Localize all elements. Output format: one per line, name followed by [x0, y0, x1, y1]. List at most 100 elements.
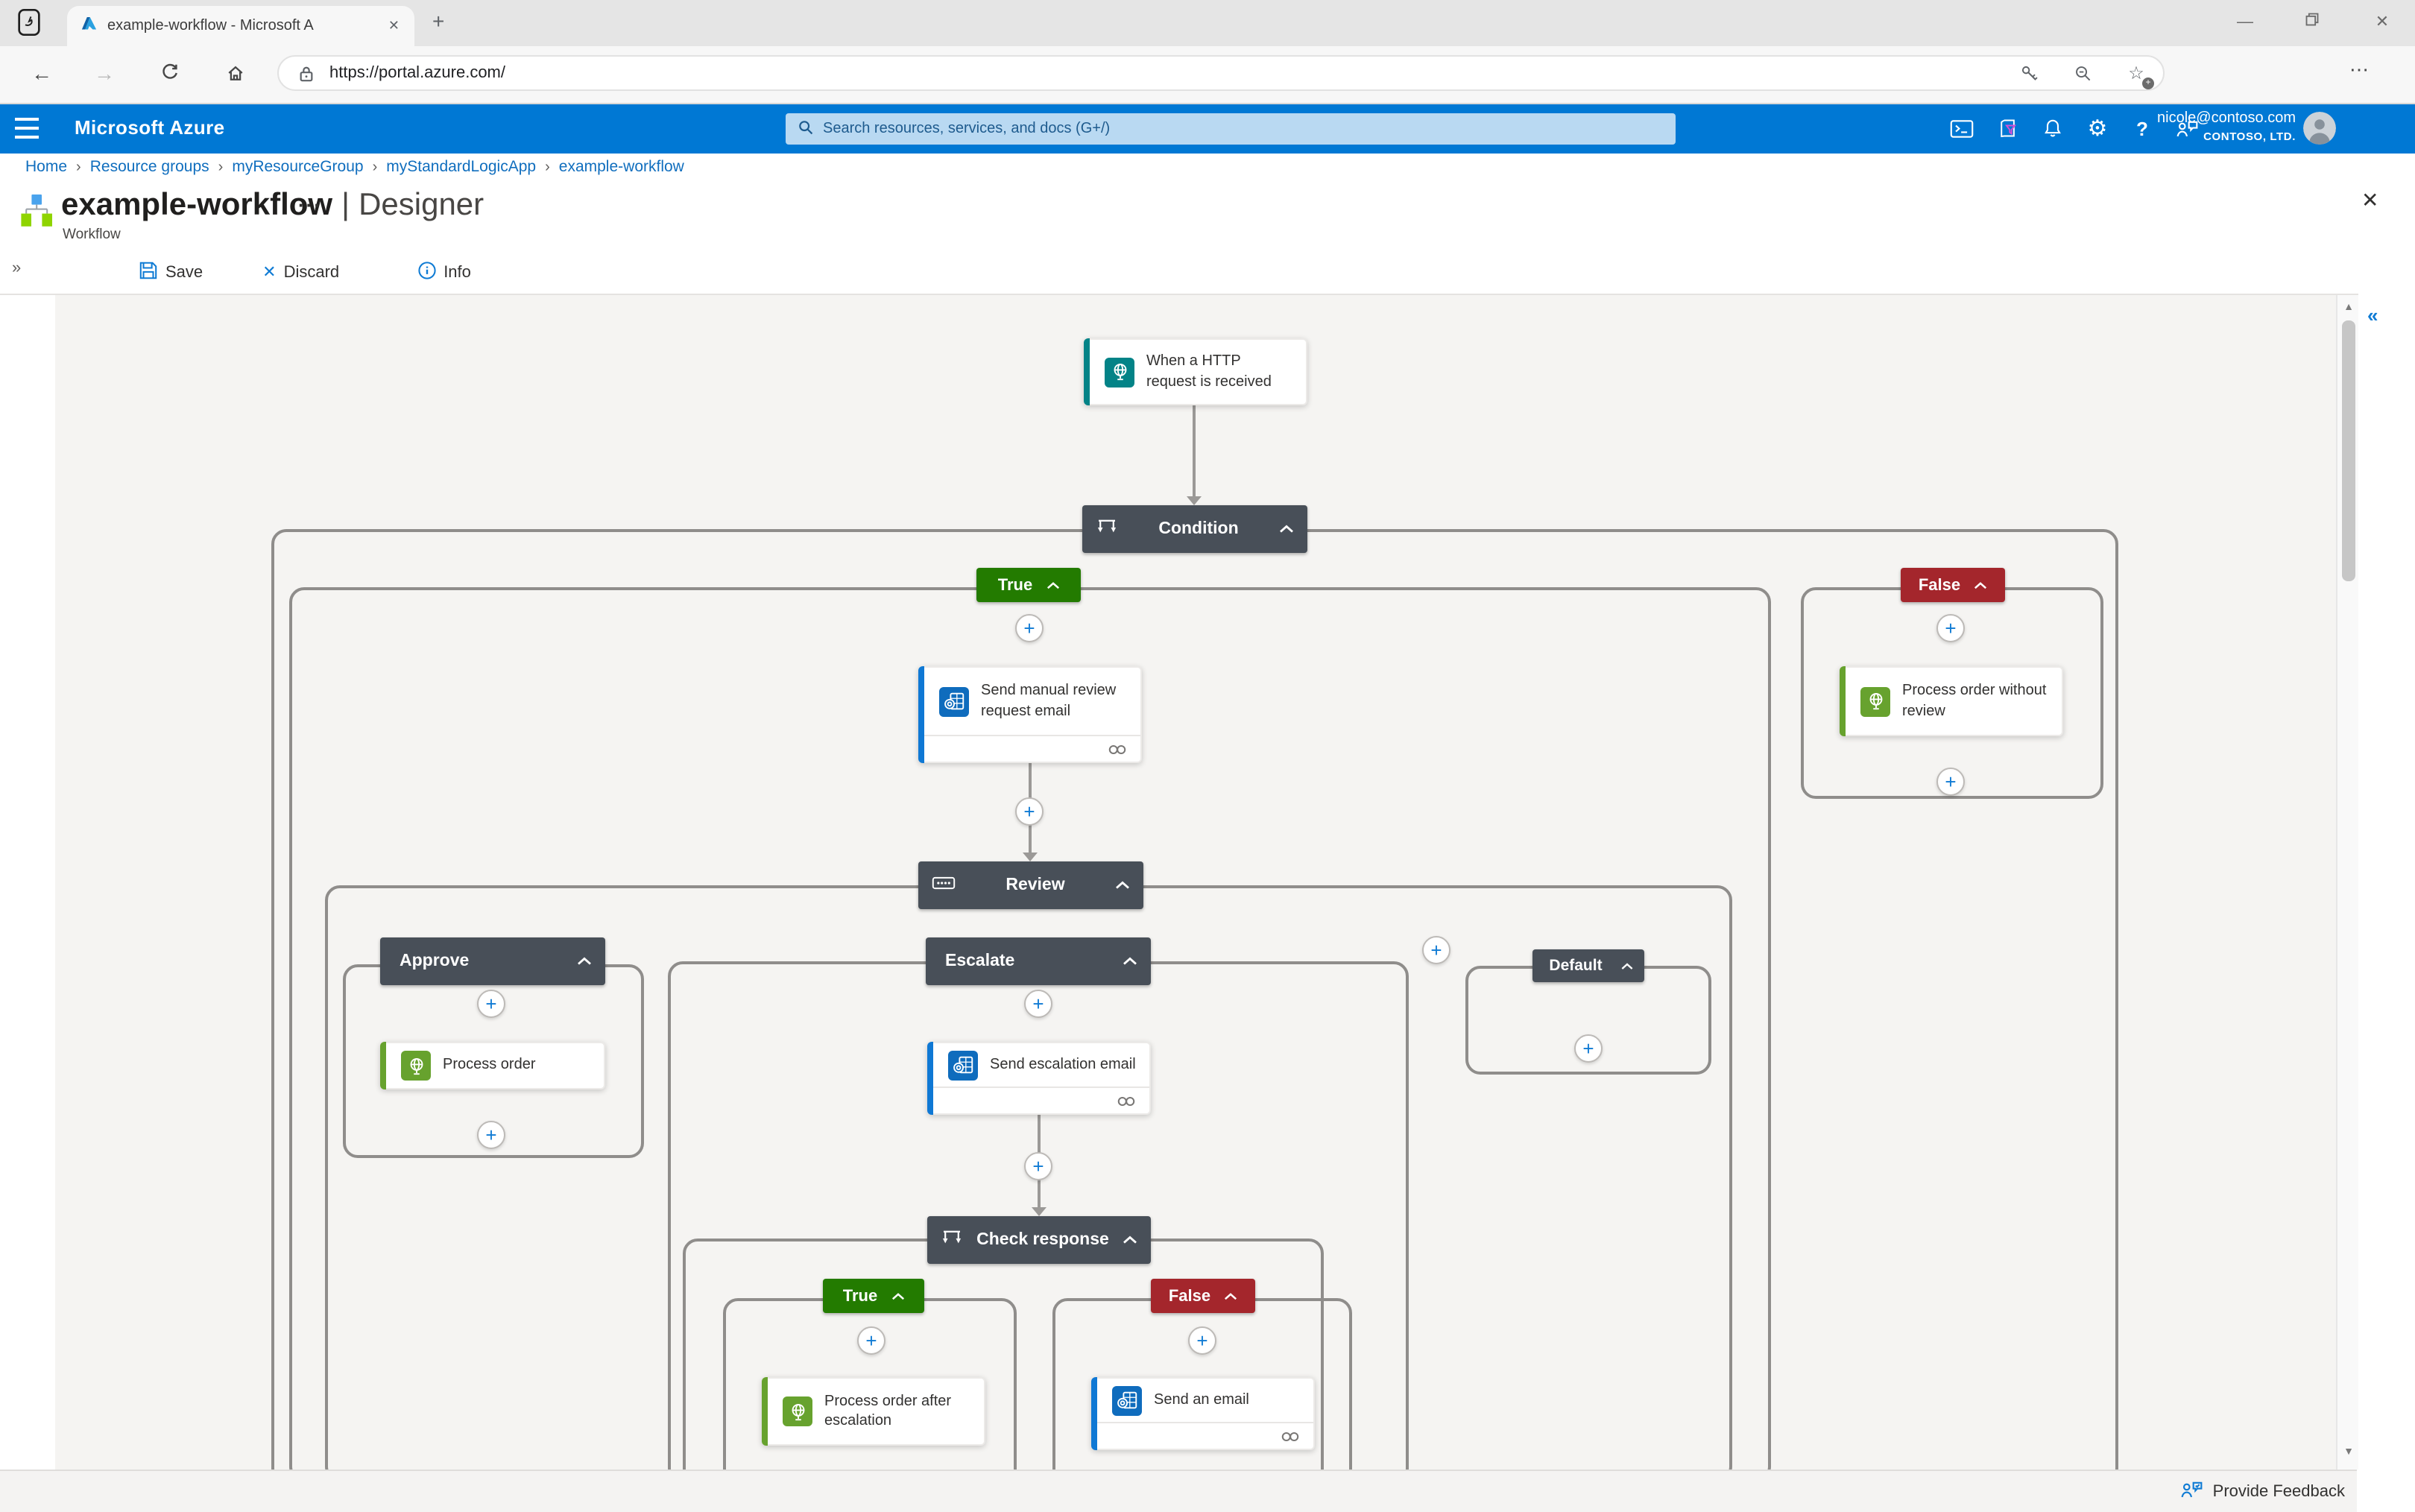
home-button[interactable]: [221, 58, 250, 88]
connector-arrow: [1187, 496, 1202, 505]
save-button[interactable]: Save: [139, 260, 203, 284]
global-search-input[interactable]: Search resources, services, and docs (G+…: [786, 113, 1676, 145]
account-info[interactable]: nicole@contoso.com CONTOSO, LTD.: [2157, 110, 2296, 143]
insert-step-button[interactable]: +: [1024, 1152, 1052, 1180]
azure-brand[interactable]: Microsoft Azure: [75, 116, 225, 139]
check-response-header[interactable]: Check response: [927, 1216, 1151, 1264]
back-button[interactable]: ←: [31, 61, 52, 85]
chevron-up-icon[interactable]: [891, 1291, 904, 1300]
approve-case-header[interactable]: Approve: [380, 937, 605, 985]
add-case-button[interactable]: +: [1422, 936, 1450, 964]
commandbar-overflow-icon[interactable]: »: [12, 259, 22, 277]
insert-step-button[interactable]: +: [857, 1326, 886, 1355]
action-card-send-manual-review-request-email[interactable]: Send manual review request email: [918, 666, 1142, 763]
window-minimize-button[interactable]: —: [2237, 13, 2253, 31]
more-options-button[interactable]: ···: [298, 194, 322, 216]
default-case-header[interactable]: Default: [1532, 949, 1644, 982]
action-card-send-escalation-email[interactable]: Send escalation email: [927, 1042, 1151, 1115]
chevron-up-icon[interactable]: [1974, 581, 1987, 589]
scroll-down-arrow[interactable]: ▼: [2343, 1447, 2354, 1458]
info-button[interactable]: Info: [417, 260, 471, 284]
connection-link-icon[interactable]: [1281, 1423, 1300, 1449]
command-bar: Save ✕ Discard Info: [0, 250, 2358, 294]
action-card-process-order[interactable]: Process order: [380, 1042, 605, 1089]
condition-node-header[interactable]: Condition: [1082, 505, 1307, 553]
breadcrumb-resource-groups[interactable]: Resource groups: [89, 158, 209, 176]
insert-step-button[interactable]: +: [1015, 797, 1044, 826]
action-accent: [1091, 1377, 1097, 1450]
page-title: example-workflow|Designer: [61, 188, 484, 224]
insert-step-button[interactable]: +: [1936, 614, 1965, 642]
breadcrumb-workflow[interactable]: example-workflow: [558, 158, 684, 176]
save-label: Save: [165, 263, 203, 281]
true-label: True: [842, 1287, 878, 1305]
insert-step-button[interactable]: +: [477, 1121, 505, 1149]
false-label: False: [1918, 576, 1961, 594]
breadcrumb-resource-group[interactable]: myResourceGroup: [232, 158, 364, 176]
breadcrumb-logic-app[interactable]: myStandardLogicApp: [386, 158, 537, 176]
tab-close-icon[interactable]: ✕: [388, 18, 400, 33]
collapse-panel-button[interactable]: «: [2367, 304, 2378, 326]
browser-app-icon[interactable]: [18, 7, 40, 37]
directory-filter-icon[interactable]: [1990, 112, 2026, 145]
action-label: Process order: [443, 1057, 536, 1074]
chevron-up-icon[interactable]: [1279, 525, 1294, 534]
action-card-send-an-email[interactable]: Send an email: [1091, 1377, 1315, 1450]
insert-step-button[interactable]: +: [1574, 1034, 1603, 1063]
refresh-button[interactable]: [155, 58, 185, 88]
account-email: nicole@contoso.com: [2157, 110, 2296, 127]
connection-link-icon[interactable]: [1108, 736, 1127, 762]
key-icon[interactable]: [2017, 61, 2041, 85]
false-branch-badge[interactable]: False: [1151, 1279, 1255, 1313]
chevron-up-icon[interactable]: [1046, 581, 1059, 589]
cloud-shell-icon[interactable]: [1944, 112, 1980, 145]
browser-tab[interactable]: example-workflow - Microsoft A ✕: [67, 6, 414, 46]
window-close-button[interactable]: ✕: [2375, 13, 2390, 31]
provide-feedback-button[interactable]: Provide Feedback: [2212, 1483, 2345, 1501]
insert-step-button[interactable]: +: [477, 990, 505, 1018]
false-branch-badge[interactable]: False: [1901, 568, 2005, 602]
review-switch-header[interactable]: Review: [918, 861, 1143, 909]
settings-gear-icon[interactable]: ⚙: [2087, 116, 2108, 142]
chevron-up-icon[interactable]: [1224, 1291, 1237, 1300]
trigger-card-when-http-request-received[interactable]: When a HTTP request is received: [1084, 338, 1307, 405]
designer-canvas[interactable]: When a HTTP request is received Conditio…: [55, 295, 2336, 1470]
new-tab-button[interactable]: +: [432, 9, 445, 33]
connection-link-icon[interactable]: [1117, 1087, 1136, 1114]
chevron-up-icon[interactable]: [577, 957, 592, 966]
discard-button[interactable]: ✕ Discard: [262, 262, 339, 282]
escalate-case-header[interactable]: Escalate: [926, 937, 1151, 985]
chevron-up-icon[interactable]: [1620, 962, 1634, 969]
true-branch-badge[interactable]: True: [976, 568, 1081, 602]
notifications-bell-icon[interactable]: [2035, 112, 2071, 145]
hamburger-menu-icon[interactable]: [15, 118, 39, 139]
browser-menu-button[interactable]: ⋯: [2349, 58, 2369, 80]
chevron-up-icon[interactable]: [1115, 881, 1130, 890]
zoom-out-icon[interactable]: [2071, 61, 2094, 85]
scroll-up-arrow[interactable]: ▲: [2343, 303, 2354, 313]
breadcrumb-separator: ›: [218, 159, 224, 175]
chevron-up-icon[interactable]: [1123, 957, 1137, 966]
action-card-process-order-after-escalation[interactable]: Process order after escalation: [762, 1377, 985, 1446]
add-favorite-icon[interactable]: ☆ +: [2124, 61, 2154, 89]
help-icon[interactable]: ?: [2136, 117, 2148, 139]
canvas-scrollbar[interactable]: ▲ ▼: [2336, 295, 2358, 1470]
true-branch-badge[interactable]: True: [823, 1279, 924, 1313]
window-restore-button[interactable]: [2290, 6, 2334, 39]
info-label: Info: [443, 263, 471, 281]
breadcrumb-home[interactable]: Home: [25, 158, 68, 176]
avatar[interactable]: [2303, 112, 2336, 145]
lock-icon[interactable]: [294, 61, 318, 85]
breadcrumb: Home › Resource groups › myResourceGroup…: [25, 158, 684, 176]
feedback-icon[interactable]: [2169, 112, 2205, 145]
chevron-up-icon[interactable]: [1123, 1236, 1137, 1244]
insert-step-button[interactable]: +: [1936, 768, 1965, 796]
scrollbar-thumb[interactable]: [2342, 320, 2355, 581]
insert-step-button[interactable]: +: [1024, 990, 1052, 1018]
url-text[interactable]: https://portal.azure.com/: [329, 64, 505, 82]
insert-step-button[interactable]: +: [1188, 1326, 1216, 1355]
insert-step-button[interactable]: +: [1015, 614, 1044, 642]
action-card-process-order-without-review[interactable]: Process order without review: [1840, 666, 2063, 736]
address-bar[interactable]: https://portal.azure.com/ ☆ +: [277, 55, 2165, 91]
blade-close-button[interactable]: ✕: [2361, 188, 2379, 212]
